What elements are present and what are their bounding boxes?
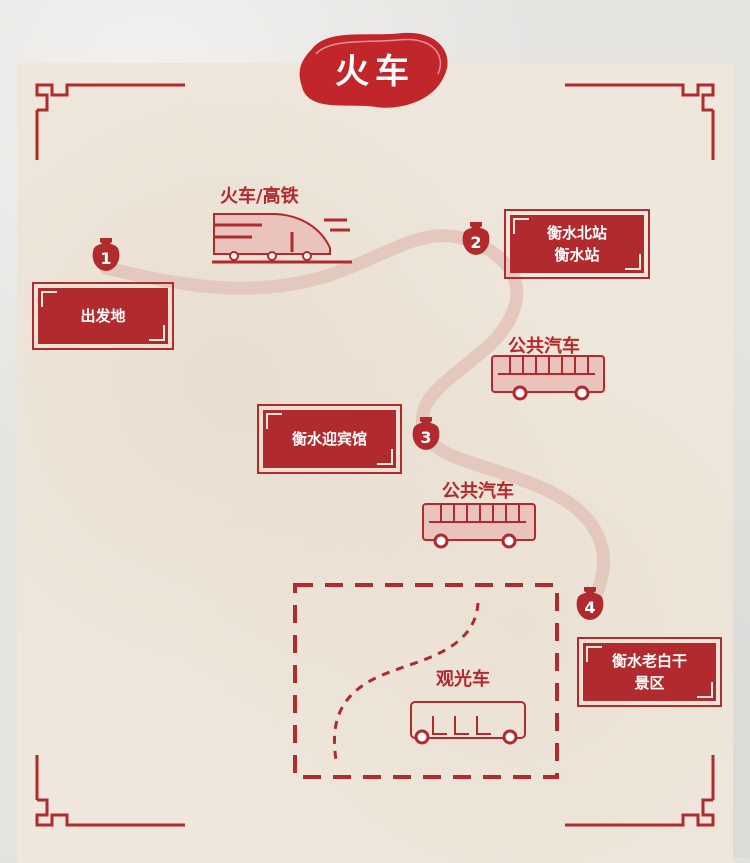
bus-icon — [491, 355, 605, 401]
stop-marker-4[interactable]: 4 — [575, 585, 605, 621]
jar-icon — [412, 417, 440, 450]
corner-ornament-tl — [35, 83, 185, 160]
route-path — [99, 229, 610, 612]
train-icon — [212, 213, 352, 264]
jar-icon — [576, 587, 604, 620]
title-blob — [299, 32, 448, 108]
stop-sign-3[interactable]: 衡水迎宾馆 — [257, 404, 402, 474]
stop-marker-2[interactable]: 2 — [461, 220, 491, 256]
stop-name: 景区 — [634, 674, 665, 692]
stop-sign-1[interactable]: 出发地 — [32, 282, 174, 350]
corner-ornaments — [35, 83, 715, 827]
bus-icon — [422, 503, 536, 549]
stop-number: 1 — [100, 249, 112, 268]
page-title: 火车 — [335, 51, 415, 92]
corner-ornament-bl — [35, 755, 185, 827]
transport-label-bus-1: 公共汽车 — [508, 336, 580, 357]
stop-number: 3 — [420, 428, 432, 447]
stop-sign-4[interactable]: 衡水老白干景区 — [577, 637, 722, 707]
stop-name: 衡水站 — [554, 246, 600, 264]
stop-name: 衡水迎宾馆 — [291, 430, 367, 448]
jar-icon — [92, 238, 120, 271]
sightseeing-bus-icon — [410, 701, 526, 745]
transport-label-train: 火车/高铁 — [220, 186, 299, 207]
stop-name: 出发地 — [80, 307, 126, 325]
jar-icon — [462, 222, 490, 255]
map-panel — [17, 63, 733, 863]
stop-marker-3[interactable]: 3 — [411, 415, 441, 451]
stop-name: 衡水老白干 — [611, 652, 687, 670]
transport-label-bus-2: 公共汽车 — [442, 481, 514, 502]
stop-sign-2[interactable]: 衡水北站衡水站 — [504, 209, 650, 279]
scenic-area-dashed-box — [293, 583, 559, 779]
stop-number: 4 — [584, 598, 596, 617]
transport-label-sightseeing: 观光车 — [436, 669, 490, 690]
scenic-dashed-route — [332, 602, 480, 761]
stop-number: 2 — [470, 233, 482, 252]
corner-ornament-tr — [565, 83, 715, 160]
stop-name: 衡水北站 — [546, 224, 607, 242]
stop-marker-1[interactable]: 1 — [91, 236, 121, 272]
corner-ornament-br — [565, 755, 715, 827]
